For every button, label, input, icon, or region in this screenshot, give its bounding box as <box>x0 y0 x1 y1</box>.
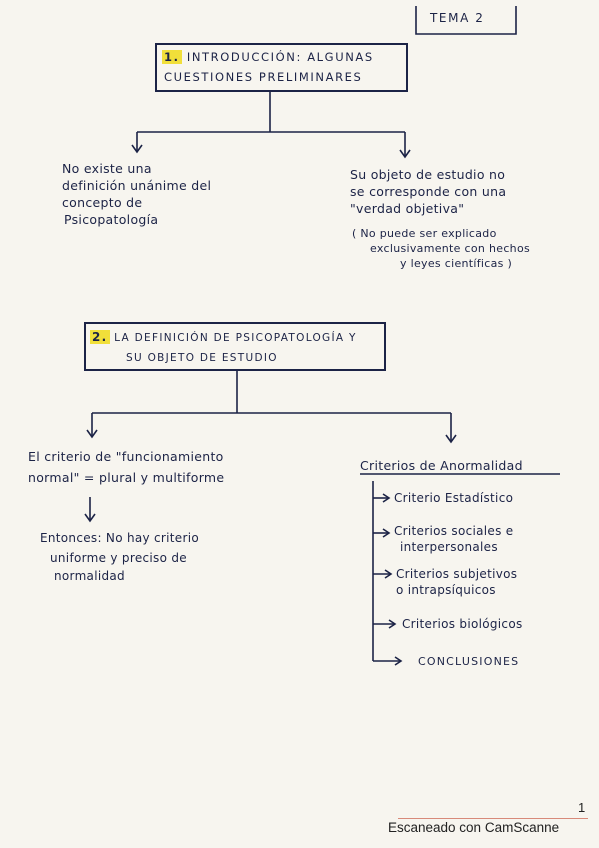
arrow-down-icon <box>399 149 411 159</box>
arrow-right-icon <box>388 619 397 629</box>
arrow-down-icon <box>86 429 98 439</box>
section2-title-line2: SU OBJETO DE ESTUDIO <box>126 352 278 364</box>
arrow-right-icon <box>382 493 391 503</box>
arrow-down-icon <box>445 434 457 444</box>
scanner-watermark: Escaneado con CamScanne <box>388 820 560 835</box>
section1-title-box <box>155 43 408 92</box>
tema-label: TEMA 2 <box>430 11 485 25</box>
criterion-estadistico: Criterio Estadístico <box>394 491 514 505</box>
section1-right-note: ( No puede ser explicado exclusivamente … <box>352 227 531 270</box>
section2-title-box <box>84 322 386 371</box>
section2-title-line1: 2. LA DEFINICIÓN DE PSICOPATOLOGÍA Y <box>90 330 357 344</box>
page-number: 1 <box>578 800 586 815</box>
arrow-right-icon <box>384 569 393 579</box>
section2-left-text: El criterio de "funcionamiento normal" =… <box>28 449 225 485</box>
criterios-title: Criterios de Anormalidad <box>360 458 523 473</box>
tema-corner-box <box>415 6 517 35</box>
section2-number: 2. <box>90 330 110 344</box>
criterion-conclusiones: CONCLUSIONES <box>418 655 520 668</box>
section1-title-line2: CUESTIONES PRELIMINARES <box>164 70 363 84</box>
arrow-down-icon <box>84 513 96 523</box>
section1-title-line1: 1. INTRODUCCIÓN: ALGUNAS <box>162 50 374 64</box>
arrow-right-icon <box>394 656 403 666</box>
scanner-divider <box>398 818 588 819</box>
section1-number: 1. <box>162 50 182 64</box>
section1-right-text: Su objeto de estudio no se corresponde c… <box>350 167 507 216</box>
criterion-biologicos: Criterios biológicos <box>402 617 523 631</box>
criterion-subjetivos: Criterios subjetivos o intrapsíquicos <box>396 567 518 597</box>
arrow-down-icon <box>131 144 143 154</box>
section2-left-then: Entonces: No hay criterio uniforme y pre… <box>40 531 199 583</box>
arrow-right-icon <box>382 528 391 538</box>
criterion-sociales: Criterios sociales e interpersonales <box>394 524 514 554</box>
section1-left-text: No existe una definición unánime del con… <box>62 161 212 227</box>
